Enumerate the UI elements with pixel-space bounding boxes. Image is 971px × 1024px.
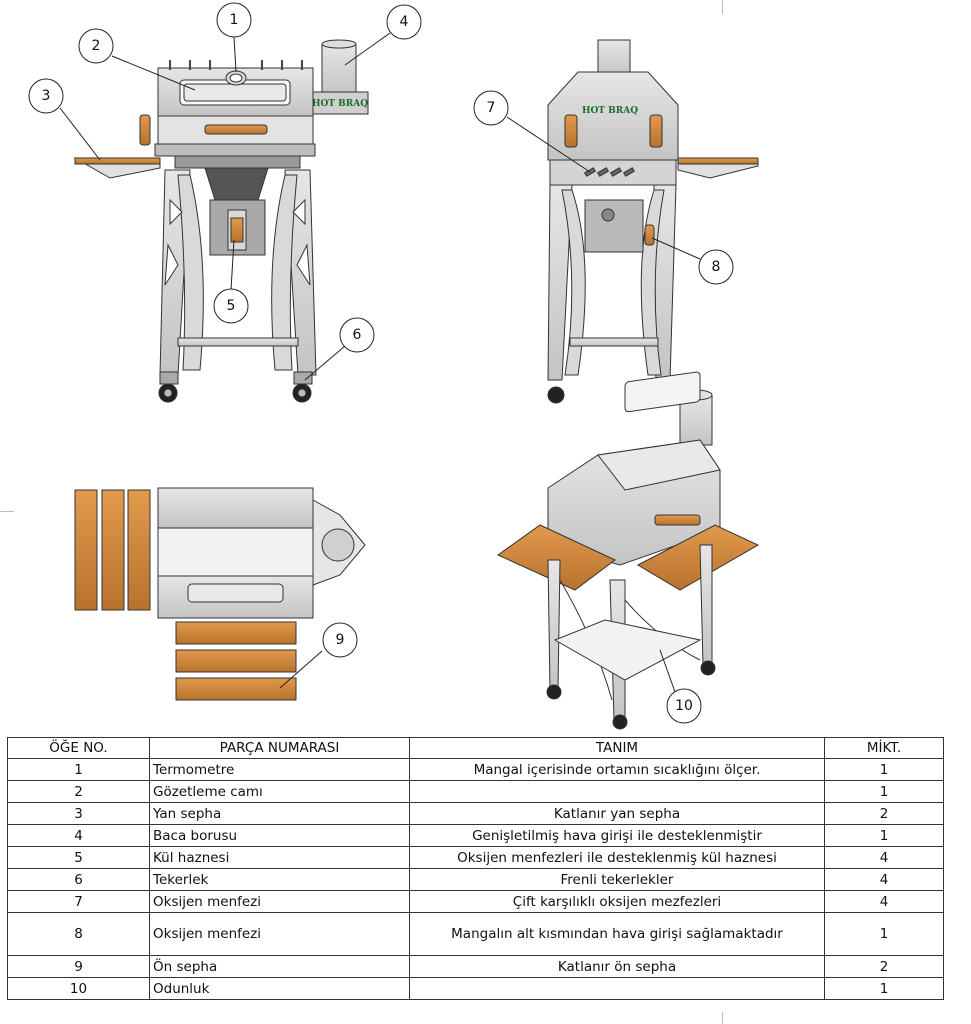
part-cell: Tekerlek xyxy=(149,868,410,891)
part-cell: Baca borusu xyxy=(149,824,410,847)
svg-text:9: 9 xyxy=(336,632,345,648)
quantity-cell: 1 xyxy=(824,977,944,1000)
quantity-cell: 1 xyxy=(824,824,944,847)
column-header-description: TANIM xyxy=(409,737,825,759)
callout-7: 7 xyxy=(473,90,509,126)
callout-4: 4 xyxy=(386,4,422,40)
item-no-cell: 5 xyxy=(7,846,150,869)
callout-9: 9 xyxy=(322,622,358,658)
description-cell: Oksijen menfezleri ile desteklenmiş kül … xyxy=(409,846,825,869)
logo-text-side: HOT BRAQ xyxy=(582,106,638,116)
quantity-cell: 4 xyxy=(824,890,944,913)
part-cell: Oksijen menfezi xyxy=(149,912,410,956)
callout-5: 5 xyxy=(213,288,249,324)
logo-text-front: HOT BRAQ xyxy=(312,99,368,109)
quantity-cell: 4 xyxy=(824,846,944,869)
column-header-item-no: ÖĞE NO. xyxy=(7,737,150,759)
item-no-cell: 2 xyxy=(7,780,150,803)
item-no-cell: 6 xyxy=(7,868,150,891)
svg-text:8: 8 xyxy=(712,259,721,275)
leader-lines xyxy=(59,32,701,693)
description-cell xyxy=(409,977,825,1000)
svg-text:7: 7 xyxy=(487,100,496,116)
description-cell: Genişletilmiş hava girişi ile desteklenm… xyxy=(409,824,825,847)
part-cell: Kül haznesi xyxy=(149,846,410,869)
description-cell xyxy=(409,780,825,803)
svg-text:1: 1 xyxy=(230,12,239,28)
description-cell: Mangal içerisinde ortamın sıcaklığını öl… xyxy=(409,758,825,781)
isometric-view xyxy=(497,371,760,730)
table-header-row: ÖĞE NO. PARÇA NUMARASI TANIM MİKT. xyxy=(7,737,944,759)
item-no-cell: 1 xyxy=(7,758,150,781)
quantity-cell: 2 xyxy=(824,802,944,825)
sheet-tick-top xyxy=(722,0,723,14)
column-header-part-number: PARÇA NUMARASI xyxy=(149,737,410,759)
callout-8: 8 xyxy=(698,249,734,285)
description-cell: Katlanır ön sepha xyxy=(409,955,825,978)
sheet-tick-left xyxy=(0,511,14,512)
side-view xyxy=(547,39,759,404)
svg-text:4: 4 xyxy=(400,14,409,30)
svg-text:5: 5 xyxy=(227,298,236,314)
description-cell: Frenli tekerlekler xyxy=(409,868,825,891)
item-no-cell: 9 xyxy=(7,955,150,978)
part-cell: Odunluk xyxy=(149,977,410,1000)
item-no-cell: 8 xyxy=(7,912,150,956)
description-cell: Çift karşılıklı oksijen mezfezleri xyxy=(409,890,825,913)
callout-1: 1 xyxy=(216,2,252,38)
svg-text:6: 6 xyxy=(353,327,362,343)
quantity-cell: 1 xyxy=(824,758,944,781)
part-cell: Ön sepha xyxy=(149,955,410,978)
technical-drawing: HOT BRAQ HOT BRAQ xyxy=(28,2,760,730)
callout-3: 3 xyxy=(28,78,64,114)
quantity-cell: 4 xyxy=(824,868,944,891)
svg-text:3: 3 xyxy=(42,88,51,104)
item-no-cell: 7 xyxy=(7,890,150,913)
quantity-cell: 1 xyxy=(824,780,944,803)
quantity-cell: 2 xyxy=(824,955,944,978)
part-cell: Termometre xyxy=(149,758,410,781)
callout-10: 10 xyxy=(666,688,702,724)
part-cell: Yan sepha xyxy=(149,802,410,825)
part-cell: Gözetleme camı xyxy=(149,780,410,803)
top-view xyxy=(74,487,366,701)
front-view xyxy=(73,39,369,403)
description-cell: Mangalın alt kısmından hava girişi sağla… xyxy=(409,912,825,956)
column-header-quantity: MİKT. xyxy=(824,737,944,759)
callout-2: 2 xyxy=(78,28,114,64)
callout-6: 6 xyxy=(339,317,375,353)
svg-text:2: 2 xyxy=(92,38,101,54)
sheet-tick-bottom xyxy=(722,1012,723,1024)
part-cell: Oksijen menfezi xyxy=(149,890,410,913)
svg-text:10: 10 xyxy=(675,698,693,714)
quantity-cell: 1 xyxy=(824,912,944,956)
item-no-cell: 4 xyxy=(7,824,150,847)
item-no-cell: 3 xyxy=(7,802,150,825)
item-no-cell: 10 xyxy=(7,977,150,1000)
description-cell: Katlanır yan sepha xyxy=(409,802,825,825)
